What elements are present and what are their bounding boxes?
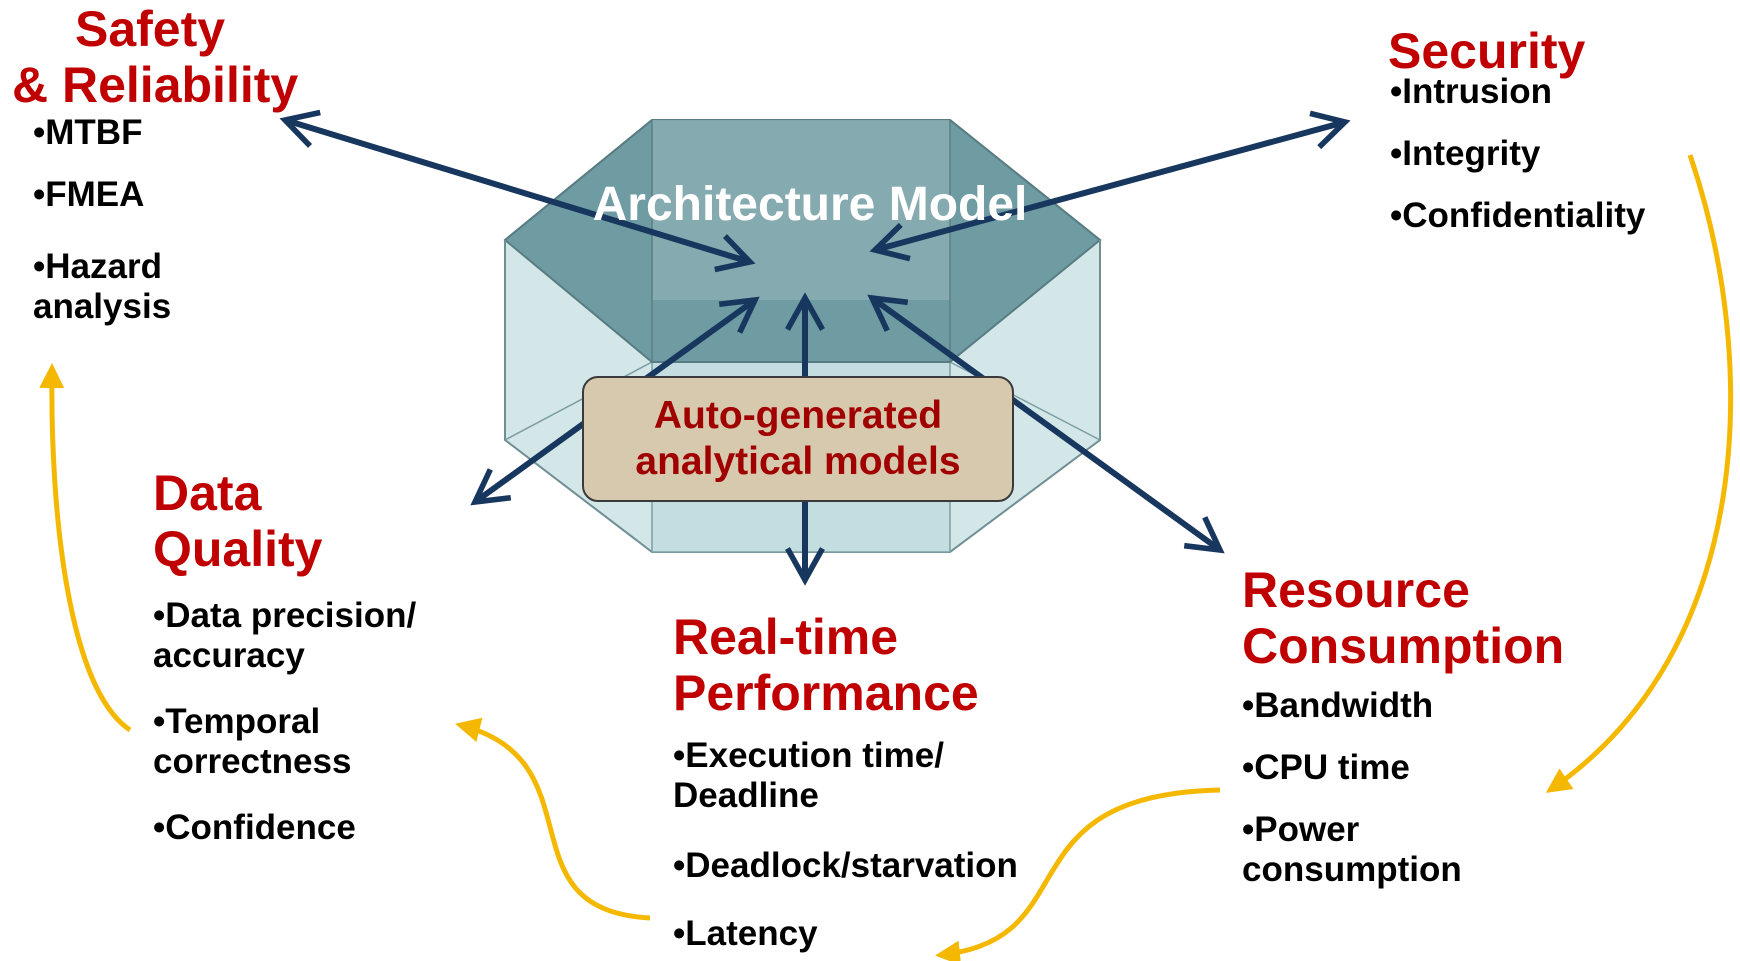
security-item-confidentiality: Confidentiality xyxy=(1390,196,1645,236)
analytical-models-label: Auto-generated analytical models xyxy=(635,394,961,483)
safety-title-line2: & Reliability xyxy=(12,57,299,113)
realtime-item-latency: Latency xyxy=(673,914,1018,954)
resource-list: Bandwidth CPU time Power consumption xyxy=(1242,686,1462,890)
security-list: Intrusion Integrity Confidentiality xyxy=(1390,72,1645,236)
security-item-intrusion: Intrusion xyxy=(1390,72,1645,112)
analytical-models-box: Auto-generated analytical models xyxy=(582,376,1014,502)
cycle-arrow-security-to-resource xyxy=(1545,154,1734,793)
resource-item-bandwidth: Bandwidth xyxy=(1242,686,1462,726)
arrow-security xyxy=(869,110,1351,262)
resource-item-cpu: CPU time xyxy=(1242,748,1462,788)
data-quality-item-confidence: Confidence xyxy=(153,808,416,848)
realtime-title-line1: Real-time xyxy=(673,609,899,665)
safety-list: MTBF FMEA Hazard analysis xyxy=(33,113,171,327)
arrow-resource xyxy=(867,294,1225,554)
safety-item-mtbf: MTBF xyxy=(33,113,171,153)
security-item-integrity: Integrity xyxy=(1390,134,1645,174)
cycle-arrow-realtime-to-dataquality xyxy=(455,717,651,921)
data-quality-item-temporal: Temporal correctness xyxy=(153,702,416,782)
data-quality-item-precision: Data precision/ accuracy xyxy=(153,596,416,676)
resource-title-line1: Resource xyxy=(1242,562,1470,618)
security-title: Security xyxy=(1388,23,1586,79)
safety-title-line1: Safety xyxy=(75,1,226,57)
realtime-item-deadlock: Deadlock/starvation xyxy=(673,846,1018,886)
architecture-model-title: Architecture Model xyxy=(592,178,1028,231)
arrow-safety xyxy=(279,109,756,273)
resource-item-power: Power consumption xyxy=(1242,810,1462,890)
data-quality-title-line2: Quality xyxy=(153,521,323,577)
data-quality-title-line1: Data xyxy=(153,465,262,521)
safety-item-fmea: FMEA xyxy=(33,175,171,215)
realtime-item-execution: Execution time/ Deadline xyxy=(673,736,1018,816)
safety-item-hazard: Hazard analysis xyxy=(33,247,171,327)
realtime-list: Execution time/ Deadline Deadlock/starva… xyxy=(673,736,1018,954)
realtime-title-line2: Performance xyxy=(673,665,979,721)
data-quality-list: Data precision/ accuracy Temporal correc… xyxy=(153,596,416,848)
resource-title-line2: Consumption xyxy=(1242,618,1565,674)
cycle-arrow-dataquality-to-safety xyxy=(39,363,132,733)
